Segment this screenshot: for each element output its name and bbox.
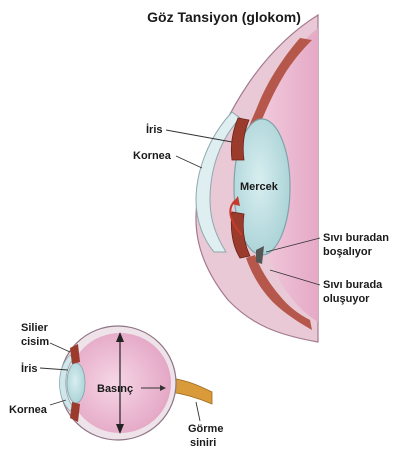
- small-cornea-label: Kornea: [9, 404, 48, 416]
- small-eye: Basınç Silier cisim İris Kornea Görme si…: [9, 322, 223, 449]
- large-cornea-label: Kornea: [133, 150, 172, 162]
- small-eye-lens: [67, 363, 85, 403]
- large-cornea-leader: [176, 156, 202, 168]
- pressure-label: Basınç: [97, 383, 133, 395]
- ciliary-label-line2: cisim: [21, 336, 49, 348]
- optic-leader: [196, 402, 200, 421]
- drain-label-line2: boşalıyor: [323, 246, 373, 258]
- produce-label-line1: Sıvı burada: [323, 279, 383, 291]
- ciliary-label-line1: Silier: [21, 322, 49, 334]
- produce-label-line2: oluşuyor: [323, 293, 370, 305]
- optic-label-line1: Görme: [188, 423, 223, 435]
- diagram-title: Göz Tansiyon (glokom): [147, 9, 301, 25]
- large-eye: İris Kornea Mercek Sıvı buradan boşalıyo…: [133, 15, 389, 342]
- ciliary-leader: [50, 343, 70, 352]
- drain-label-line1: Sıvı buradan: [323, 232, 389, 244]
- small-iris-label: İris: [21, 362, 38, 375]
- large-iris-label: İris: [146, 123, 163, 136]
- optic-label-line2: siniri: [190, 437, 216, 449]
- lens-label: Mercek: [240, 181, 279, 193]
